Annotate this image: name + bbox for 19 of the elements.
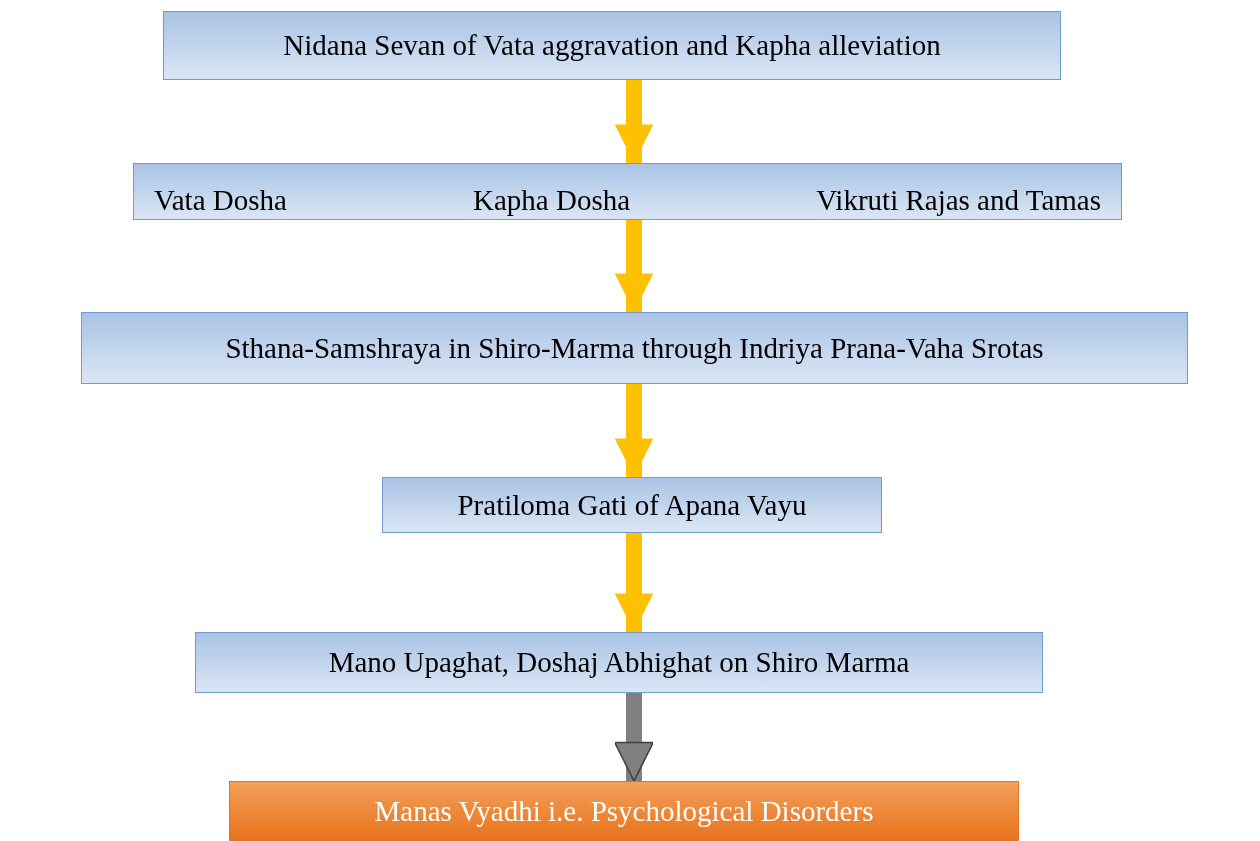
process-box [133, 163, 1122, 220]
process-box [163, 11, 1061, 80]
box-text: Mano Upaghat, Doshaj Abhighat on Shiro Marma [328, 646, 910, 679]
box-text: Sthana-Samshraya in Shiro-Marma through Indriya Prana-Vaha Srotas [225, 331, 1044, 365]
arrow [614, 384, 654, 477]
arrow [614, 220, 654, 312]
process-box [81, 312, 1188, 384]
box-text: Vikruti Rajas and Tamas [816, 184, 1101, 217]
process-box [195, 632, 1043, 693]
arrow [614, 80, 654, 163]
arrow [614, 533, 654, 632]
box-text: Nidana Sevan of Vata aggravation and Kapha alleviation [283, 29, 941, 62]
result-box [229, 781, 1019, 841]
arrow [614, 693, 654, 782]
box-text: Kapha Dosha [473, 184, 631, 217]
box-text: Vata Dosha [154, 184, 287, 217]
box-text: Manas Vyadhi i.e. Psychological Disorders [374, 794, 874, 828]
box-text: Pratiloma Gati of Apana Vayu [457, 488, 807, 522]
process-box [382, 477, 882, 533]
